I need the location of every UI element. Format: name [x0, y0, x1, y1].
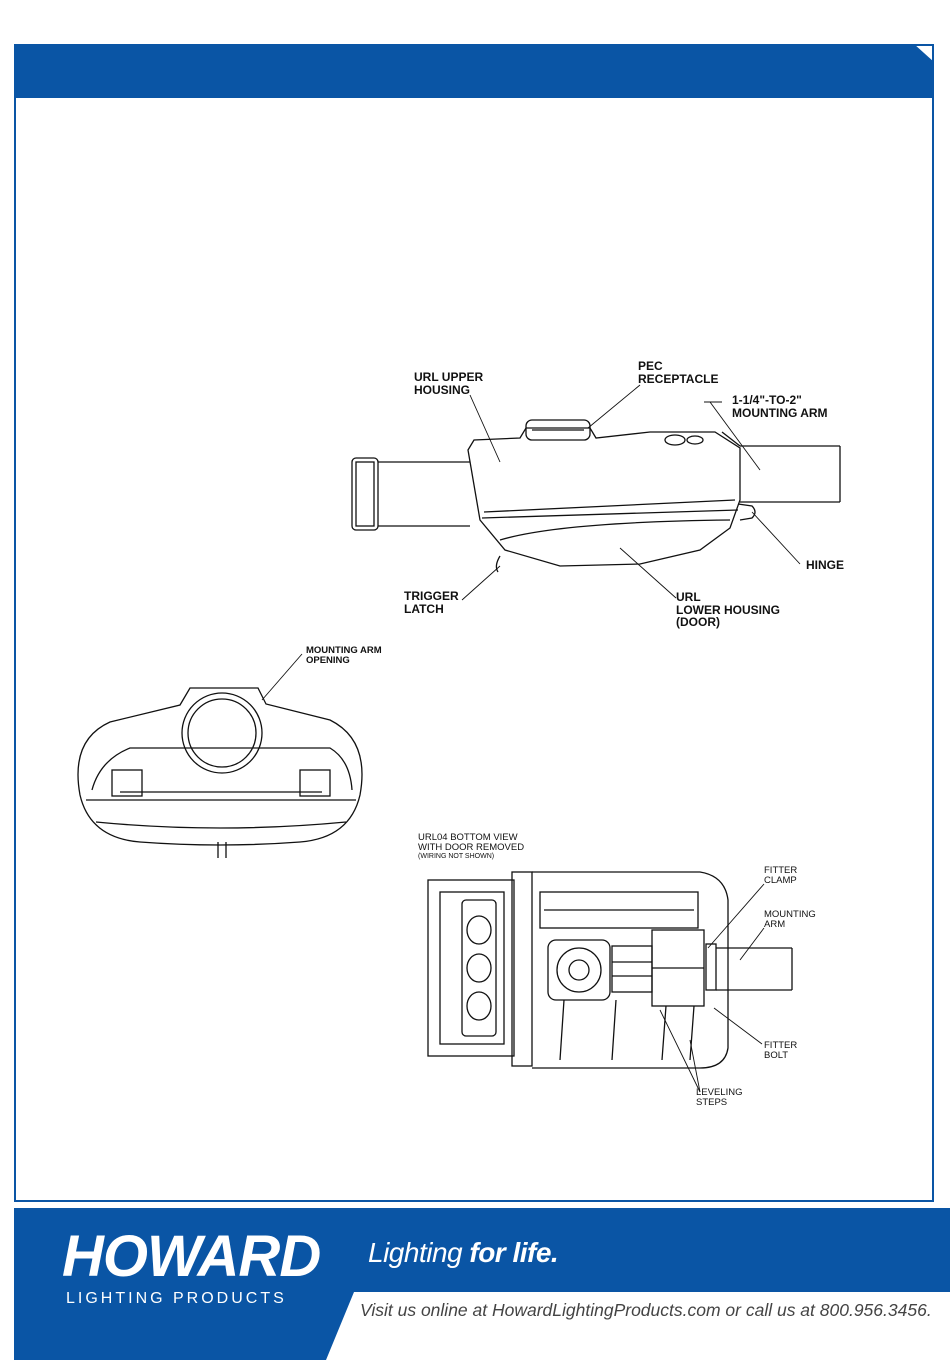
brand-subtitle: LIGHTING PRODUCTS: [66, 1290, 287, 1307]
bottom-view-leaders: [659, 883, 765, 1093]
header-bar: [14, 44, 934, 98]
tagline-light: Lighting: [368, 1237, 470, 1268]
brand-logo-text: HOWARD: [62, 1224, 321, 1289]
tagline: Lighting for life.: [368, 1237, 559, 1269]
side-view-leaders: [461, 384, 801, 601]
contact-line: Visit us online at HowardLightingProduct…: [360, 1300, 932, 1320]
label-hinge: HINGE: [806, 558, 845, 572]
bottom-view-drawing: [427, 871, 793, 1069]
front-view-drawing: [77, 687, 363, 858]
tagline-bold: for life.: [469, 1237, 559, 1268]
page-frame: [14, 44, 934, 1202]
label-mounting-arm-size: 1-1/4"-TO-2"MOUNTING ARM: [732, 393, 828, 420]
footer-bar: [14, 1208, 950, 1360]
side-view-drawing: [351, 419, 841, 573]
